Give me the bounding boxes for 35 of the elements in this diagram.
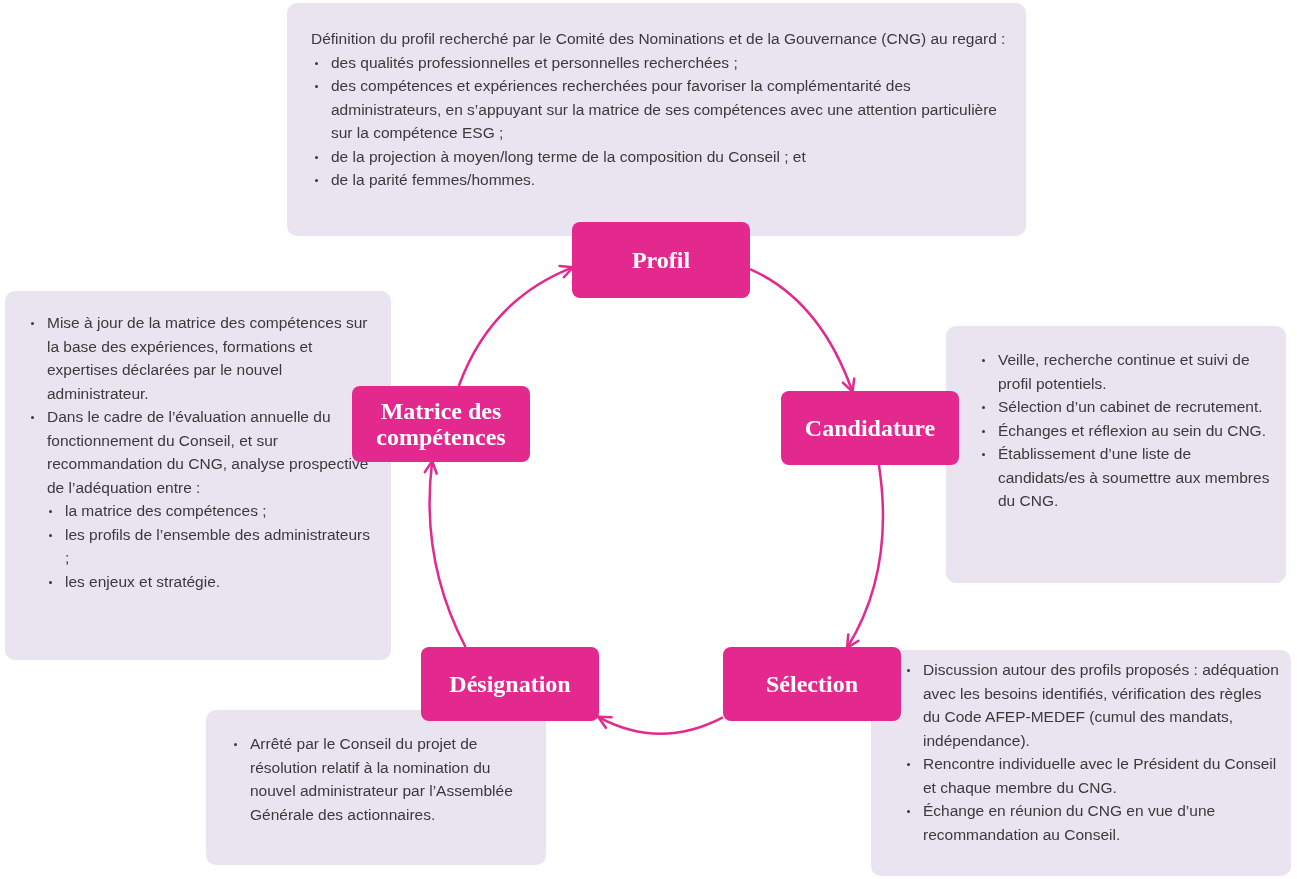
description-panel (287, 3, 1026, 236)
step-title: Candidature (804, 415, 936, 441)
bullet-item: la matrice des compétences ; (45, 499, 371, 523)
step-box (421, 647, 599, 721)
curved-arrow (845, 464, 885, 650)
step-box (723, 647, 901, 721)
bullet-item: les profils de l’ensemble des administrateurs ; (45, 522, 371, 570)
bullet-item: de la projection à moyen/long terme de la composition du Conseil ; et (311, 144, 1006, 168)
bullet-item: les enjeux et stratégie. (45, 569, 371, 593)
step-box (572, 222, 750, 298)
bullet-item: Veille, recherche continue et suivi de profil potentiels. (978, 348, 1278, 395)
step-title: Matrice des compétences (375, 398, 507, 450)
curved-arrow (749, 268, 856, 394)
bullet-item: Sélection d’un cabinet de recrutement. (978, 395, 1278, 419)
curved-arrow (457, 265, 575, 387)
bullet-item: Échange en réunion du CNG en vue d’une recommandation au Conseil. (903, 799, 1283, 846)
step-title: Profil (631, 247, 691, 273)
bullet-item: Échanges et réflexion au sein du CNG. (978, 418, 1278, 442)
bullet-item: Discussion autour des profils proposés : adéquation avec les besoins identifiés, vérification des règles du Code AFEP-MEDEF (cumul des mandats, indépendance). (903, 658, 1283, 752)
curved-arrow (423, 459, 467, 648)
bullet-item: Mise à jour de la matrice des compétences sur la base des expériences, formations et expertises déclarées par le nouvel administrateur. (27, 311, 371, 405)
step-title: Sélection (766, 671, 858, 697)
bullet-item: Rencontre individuelle avec le Président du Conseil et chaque membre du CNG. (903, 752, 1283, 799)
step-box (781, 391, 959, 465)
description-panel (871, 650, 1291, 876)
description-panel (946, 326, 1286, 583)
description-text: Définition du profil recherché par le Comité des Nominations et de la Gouvernance (CNG) au regard : (311, 29, 1006, 49)
bullet-item: Arrêté par le Conseil du projet de résolution relatif à la nomination du nouvel administrateur par l’Assemblée Générale des actionnaires. (230, 732, 532, 826)
bullet-item: de la parité femmes/hommes. (311, 168, 1006, 192)
step-title: Désignation (449, 671, 571, 697)
bullet-item: Établissement d’une liste de candidats/es à soumettre aux membres du CNG. (978, 442, 1278, 513)
bullet-item: des qualités professionnelles et personnelles recherchées ; (311, 50, 1006, 74)
bullet-item: des compétences et expériences recherchées pour favoriser la complémentarité des administrateurs, en s’appuyant sur la matrice de ses compétences avec une attention particulière sur la compétence ESG ; (311, 74, 1006, 145)
description-panel (206, 710, 546, 865)
curved-arrow (596, 715, 724, 735)
